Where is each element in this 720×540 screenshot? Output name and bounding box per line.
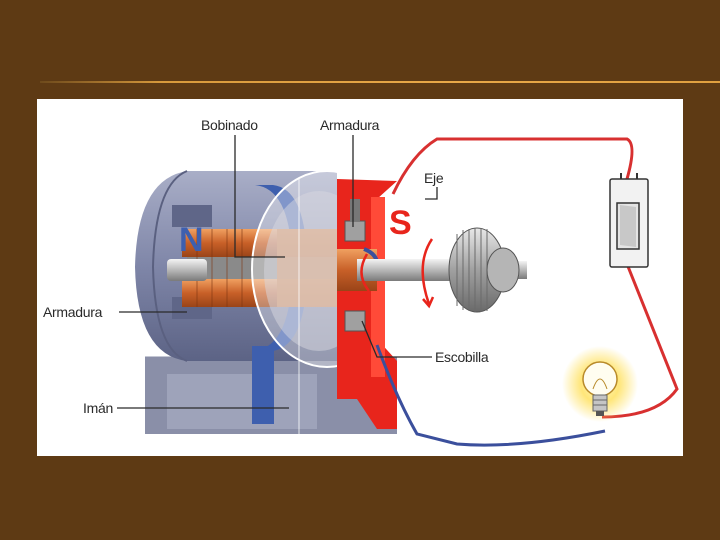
label-eje: Eje: [424, 170, 444, 186]
label-escobilla: Escobilla: [435, 349, 489, 365]
light-bulb-icon: [562, 346, 638, 422]
south-pole-label: S: [389, 204, 412, 242]
title-divider-line: [40, 81, 720, 83]
negative-wire: [375, 344, 606, 447]
label-armadura-top: Armadura: [320, 117, 380, 133]
north-pole-label: N: [179, 221, 204, 259]
label-bobinado: Bobinado: [201, 117, 258, 133]
switch-icon: [609, 173, 649, 268]
rotation-arrow: [360, 238, 435, 309]
motor-diagram: N S Bobinado Armadura Eje Armadura Escob…: [37, 99, 683, 456]
positive-wire: [391, 137, 634, 195]
pulley: [448, 227, 520, 313]
label-armadura-left: Armadura: [43, 304, 103, 320]
leader-lines: [117, 135, 438, 409]
label-iman: Imán: [83, 400, 113, 416]
motor-illustration: N S Bobinado Armadura Eje Armadura Escob…: [43, 117, 679, 456]
